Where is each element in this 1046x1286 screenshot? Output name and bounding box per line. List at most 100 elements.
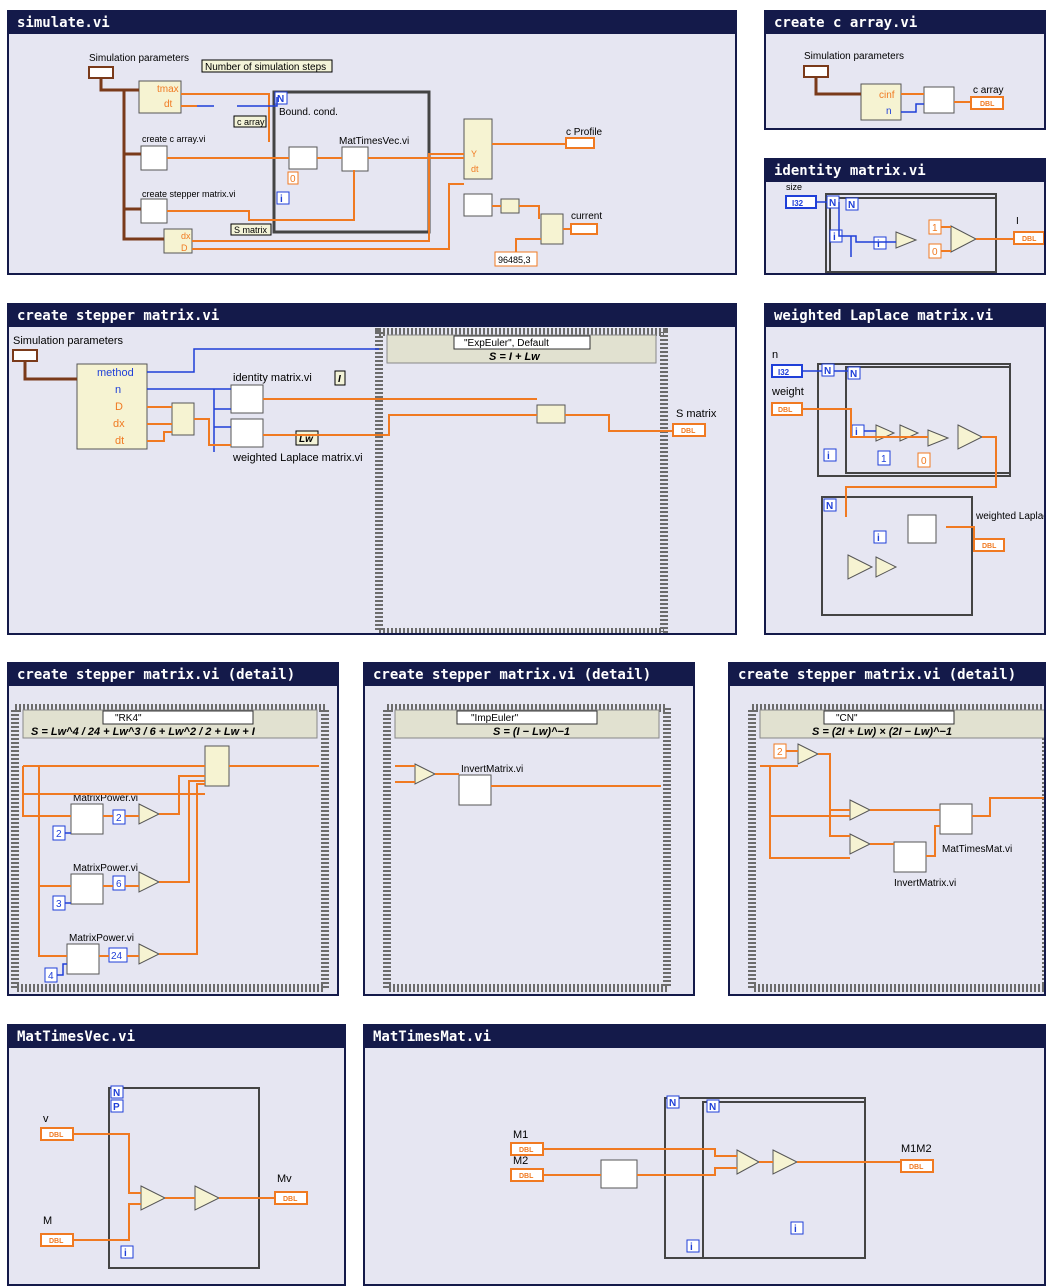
unbundle-by-name: [76, 363, 148, 450]
case-selector[interactable]: [453, 335, 591, 350]
svg-text:i: i: [877, 533, 880, 544]
svg-text:I: I: [1016, 216, 1019, 227]
panel-title: create stepper matrix.vi: [9, 305, 735, 327]
build-waveform: [463, 118, 493, 180]
panel-title: create stepper matrix.vi (detail): [9, 664, 337, 686]
svg-text:N: N: [829, 198, 836, 209]
panel-create-c-array: create c array.vi Simulation parameters …: [764, 10, 1046, 130]
loop-count-N: [274, 91, 288, 105]
svg-text:N: N: [113, 1088, 120, 1099]
svg-text:S = Lw^4 / 24 + Lw^3 / 6 + Lw^: S = Lw^4 / 24 + Lw^3 / 6 + Lw^2 / 2 + Lw…: [31, 726, 256, 738]
svg-text:N: N: [669, 1098, 676, 1109]
svg-text:DBL: DBL: [1022, 236, 1037, 243]
svg-text:D: D: [115, 401, 123, 413]
label-num-steps: Number of simulation steps: [205, 62, 326, 73]
svg-text:DBL: DBL: [909, 1164, 924, 1171]
svg-text:DBL: DBL: [49, 1132, 64, 1139]
svg-text:0: 0: [290, 174, 296, 185]
svg-text:DBL: DBL: [519, 1147, 534, 1154]
svg-text:N: N: [826, 501, 833, 512]
svg-text:i: i: [877, 239, 880, 250]
svg-text:n: n: [886, 106, 892, 117]
svg-text:I: I: [338, 374, 341, 385]
svg-text:S matrix: S matrix: [676, 408, 717, 420]
panel-weighted-laplace: weighted Laplace matrix.vi n I32 weight …: [764, 303, 1046, 635]
svg-text:current: current: [571, 211, 602, 222]
svg-text:c array: c array: [237, 117, 265, 127]
svg-text:i: i: [833, 232, 836, 243]
svg-text:i: i: [280, 194, 283, 205]
svg-text:DBL: DBL: [519, 1173, 534, 1180]
panel-title: create stepper matrix.vi (detail): [730, 664, 1044, 686]
svg-text:2: 2: [777, 747, 783, 758]
svg-text:Y: Y: [471, 149, 477, 159]
svg-text:MatrixPower.vi: MatrixPower.vi: [73, 863, 138, 874]
svg-text:Bound. cond.: Bound. cond.: [279, 107, 338, 118]
svg-text:weighted Laplace matrix: weighted Laplace matrix: [975, 511, 1046, 522]
svg-text:S = (2I + Lw) × (2I − Lw)^−1: S = (2I + Lw) × (2I − Lw)^−1: [812, 726, 952, 738]
svg-text:weight: weight: [771, 386, 804, 398]
svg-text:method: method: [97, 367, 134, 379]
svg-text:MatTimesMat.vi: MatTimesMat.vi: [942, 844, 1012, 855]
subvi-mattimesvec: [341, 146, 369, 172]
svg-text:DBL: DBL: [982, 543, 997, 550]
svg-text:i: i: [690, 1242, 693, 1253]
indicator-current[interactable]: [570, 223, 598, 235]
svg-text:v: v: [43, 1113, 49, 1125]
svg-text:1: 1: [932, 223, 938, 234]
cluster-control[interactable]: [88, 66, 114, 79]
transpose-node: [600, 1159, 638, 1189]
svg-text:M1M2: M1M2: [901, 1143, 932, 1155]
svg-text:i: i: [855, 427, 858, 438]
panel-create-stepper-matrix: create stepper matrix.vi Simulation para…: [7, 303, 737, 635]
svg-text:I32: I32: [792, 199, 804, 208]
svg-text:DBL: DBL: [283, 1196, 298, 1203]
panel-simulate: simulate.vi Simulation parameters Number…: [7, 10, 737, 275]
subvi-weighted-laplace: [230, 418, 264, 448]
panel-title: weighted Laplace matrix.vi: [766, 305, 1044, 327]
svg-text:2: 2: [116, 813, 122, 824]
svg-text:2: 2: [56, 829, 62, 840]
svg-text:n: n: [772, 349, 778, 361]
svg-text:"CN": "CN": [836, 713, 858, 724]
svg-text:weighted Laplace matrix.vi: weighted Laplace matrix.vi: [232, 452, 363, 464]
svg-text:MatTimesVec.vi: MatTimesVec.vi: [339, 136, 409, 147]
svg-text:dx: dx: [181, 231, 191, 241]
panel-title: create c array.vi: [766, 12, 1044, 34]
svg-text:D: D: [181, 243, 188, 253]
svg-text:cinf: cinf: [879, 90, 895, 101]
panel-title: identity matrix.vi: [766, 160, 1044, 182]
svg-text:6: 6: [116, 879, 122, 890]
svg-text:M2: M2: [513, 1155, 528, 1167]
svg-text:4: 4: [48, 971, 54, 982]
svg-text:i: i: [827, 451, 830, 462]
panel-mattimesmat: MatTimesMat.vi M1 DBL M2 DBL N N i i M1M…: [363, 1024, 1046, 1286]
svg-text:InvertMatrix.vi: InvertMatrix.vi: [894, 878, 956, 889]
panel-impeuler-detail: create stepper matrix.vi (detail) "ImpEu…: [363, 662, 695, 996]
simulate-diagram: Simulation parameters Number of simulati…: [88, 53, 603, 267]
svg-text:DBL: DBL: [980, 101, 995, 108]
svg-text:I32: I32: [778, 368, 790, 377]
svg-text:tmax: tmax: [157, 84, 179, 95]
svg-text:identity matrix.vi: identity matrix.vi: [233, 372, 312, 384]
svg-text:dt: dt: [115, 435, 124, 447]
svg-text:N: N: [848, 200, 855, 211]
svg-text:96485,3: 96485,3: [498, 255, 531, 265]
indicator-c-profile[interactable]: [565, 137, 595, 149]
subvi-create-c-array: [140, 145, 168, 171]
svg-text:N: N: [277, 94, 284, 105]
svg-text:Simulation parameters: Simulation parameters: [13, 335, 124, 347]
svg-text:MatrixPower.vi: MatrixPower.vi: [69, 933, 134, 944]
svg-text:P: P: [113, 1102, 120, 1113]
svg-text:DBL: DBL: [778, 407, 793, 414]
svg-text:S = I + Lw: S = I + Lw: [489, 351, 541, 363]
panel-cn-detail: create stepper matrix.vi (detail) "CN" S…: [728, 662, 1046, 996]
panel-title: simulate.vi: [9, 12, 735, 34]
svg-text:3: 3: [56, 899, 62, 910]
svg-text:N: N: [824, 366, 831, 377]
svg-text:1: 1: [881, 454, 887, 465]
panel-title: MatTimesVec.vi: [9, 1026, 344, 1048]
svg-text:Lw: Lw: [299, 434, 314, 445]
svg-text:c Profile: c Profile: [566, 127, 603, 138]
svg-text:DBL: DBL: [681, 428, 696, 435]
